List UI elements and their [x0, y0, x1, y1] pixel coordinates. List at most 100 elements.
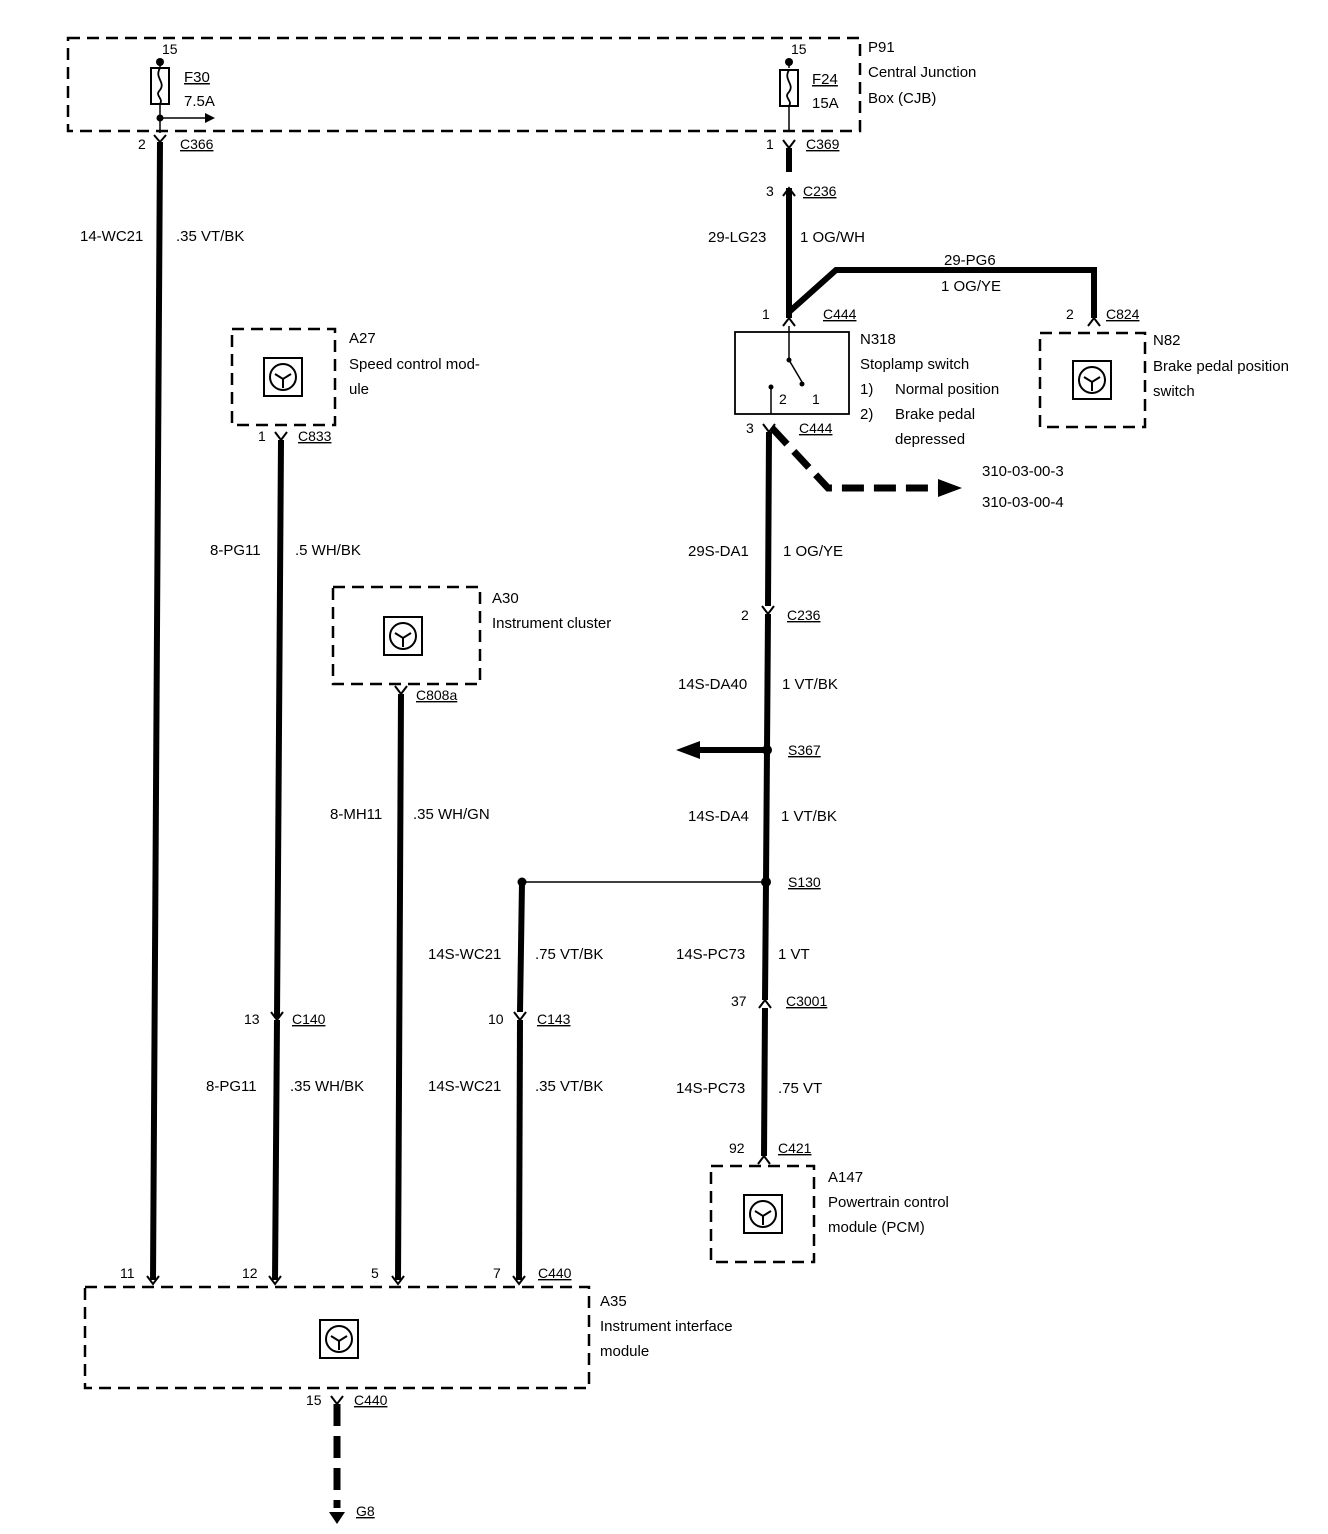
- c366-label: C366: [180, 136, 214, 152]
- fuse-f24-id: F24: [812, 71, 838, 88]
- c444-bot-pin: 3: [746, 420, 754, 436]
- c833-pin: 1: [258, 428, 266, 444]
- a35-pin-7: 7: [493, 1265, 501, 1281]
- c236-bot-pin: 2: [741, 607, 749, 623]
- s130-label: S130: [788, 874, 821, 890]
- a27-line2: ule: [349, 381, 369, 398]
- ref-310-03-00-3: 310-03-00-3: [982, 463, 1064, 480]
- module-icon: [1072, 360, 1112, 400]
- wire-14s-da40: 14S-DA40 1 VT/BK S367: [676, 613, 838, 759]
- wire-circuit: 8-PG11: [210, 542, 261, 559]
- a147-line2: module (PCM): [828, 1219, 925, 1236]
- fuse-f30-id: F30: [184, 69, 210, 86]
- wire-circuit: 14S-DA40: [678, 676, 747, 693]
- c824-pin: 2: [1066, 306, 1074, 322]
- a30-id: A30: [492, 590, 519, 607]
- a35-pin-12: 12: [242, 1265, 258, 1281]
- c421-label: C421: [778, 1140, 812, 1156]
- instrument-cluster-a30: A30 Instrument cluster: [331, 585, 611, 686]
- wire-circuit: 29-LG23: [708, 229, 766, 246]
- cjb-id: P91: [868, 39, 895, 56]
- wire-spec: 1 VT: [778, 946, 810, 963]
- c143-pin: 10: [488, 1011, 504, 1027]
- wire-circuit: 14S-DA4: [688, 808, 749, 825]
- wire-8-mh11: C808a 8-MH11 .35 WH/GN: [330, 685, 490, 1281]
- wire-14s-da4: 14S-DA4 1 VT/BK S130: [517, 749, 837, 890]
- wire-spec: 1 VT/BK: [782, 676, 838, 693]
- wire-29-lg23: 1 C369 3 C236 29-LG23 1 OG/WH: [708, 136, 865, 318]
- arrow-right-icon: [205, 113, 215, 123]
- fuse-icon: [779, 69, 799, 107]
- fuse-f24-pin: 15: [791, 41, 807, 57]
- fuse-f24: 15 F24 15A: [779, 41, 839, 131]
- n318-note2-text: Brake pedal: [895, 406, 975, 423]
- c440-bot-pin: 15: [306, 1392, 322, 1408]
- wire-spec: 1 OG/YE: [941, 278, 1001, 295]
- central-junction-box: P91 Central Junction Box (CJB) 15 F30 7.…: [66, 36, 976, 133]
- wire-spec: 1 OG/YE: [783, 543, 843, 560]
- ground-icon: [329, 1512, 345, 1524]
- wire-circuit: 14S-WC21: [428, 946, 501, 963]
- a35-line1: Instrument interface: [600, 1318, 733, 1335]
- c366-pin: 2: [138, 136, 146, 152]
- n82-line2: switch: [1153, 383, 1195, 400]
- wire-14-wc21: 2 C366 14-WC21 .35 VT/BK: [80, 118, 244, 1281]
- n318-id: N318: [860, 331, 896, 348]
- c369-pin: 1: [766, 136, 774, 152]
- wire-circuit: 14S-PC73: [676, 1080, 745, 1097]
- a27-id: A27: [349, 330, 376, 347]
- fuse-f30: 15 F30 7.5A: [150, 41, 215, 123]
- a35-pin-11: 11: [120, 1265, 135, 1281]
- c236-top-label: C236: [803, 183, 837, 199]
- a35-id: A35: [600, 1293, 627, 1310]
- module-icon: [383, 616, 423, 656]
- a147-line1: Powertrain control: [828, 1194, 949, 1211]
- c143-label: C143: [537, 1011, 571, 1027]
- wire-29-pg6: 29-PG6 1 OG/YE 2 C824: [787, 252, 1140, 327]
- wire-spec: .5 WH/BK: [295, 542, 361, 559]
- a35-pin-5: 5: [371, 1265, 379, 1281]
- c140-pin: 13: [244, 1011, 260, 1027]
- c444-top-label: C444: [823, 306, 857, 322]
- c236-bot-label: C236: [787, 607, 821, 623]
- module-icon: [319, 1319, 359, 1359]
- s367-label: S367: [788, 742, 821, 758]
- c236-top-pin: 3: [766, 183, 774, 199]
- fuse-f30-pin: 15: [162, 41, 178, 57]
- fuse-icon: [150, 67, 170, 105]
- c3001-label: C3001: [786, 993, 827, 1009]
- wire-14s-pc73: 14S-PC73 1 VT 37 C3001 14S-PC73 .75 VT 9…: [676, 881, 827, 1165]
- n318-note2-num: 2): [860, 406, 873, 423]
- wire-spec: .35 WH/BK: [290, 1078, 364, 1095]
- a35-line2: module: [600, 1343, 649, 1360]
- c440-top-label: C440: [538, 1265, 572, 1281]
- wire-spec: .35 VT/BK: [176, 228, 244, 245]
- n318-note2-text-b: depressed: [895, 431, 965, 448]
- c833-label: C833: [298, 428, 332, 444]
- wire-circuit: 14S-PC73: [676, 946, 745, 963]
- wire-spec: .35 VT/BK: [535, 1078, 603, 1095]
- fuse-f24-rating: 15A: [812, 95, 839, 112]
- wire-circuit: 29-PG6: [944, 252, 996, 269]
- fuse-f30-rating: 7.5A: [184, 93, 215, 110]
- n318-note1-text: Normal position: [895, 381, 999, 398]
- wire-circuit: 14-WC21: [80, 228, 143, 245]
- n318-pin-1: 1: [812, 391, 820, 407]
- c369-label: C369: [806, 136, 840, 152]
- n82-line1: Brake pedal position: [1153, 358, 1289, 375]
- wire-8-pg11: 1 C833 8-PG11 .5 WH/BK 13 C140 8-PG11 .3…: [206, 428, 364, 1281]
- module-icon: [263, 357, 303, 397]
- a147-id: A147: [828, 1169, 863, 1186]
- c808a-label: C808a: [416, 687, 457, 703]
- instrument-interface-module-a35: 11 12 5 7 C440 A35 Instrument interface …: [83, 1265, 733, 1390]
- cjb-name-line1: Central Junction: [868, 64, 976, 81]
- a30-line1: Instrument cluster: [492, 615, 611, 632]
- n318-note1-num: 1): [860, 381, 873, 398]
- wire-circuit: 8-MH11: [330, 806, 382, 823]
- wire-spec: .75 VT/BK: [535, 946, 603, 963]
- wire-spec: .35 WH/GN: [413, 806, 490, 823]
- cjb-name-line2: Box (CJB): [868, 90, 936, 107]
- stoplamp-switch-n318: 1 C444 2 1 N318 Stoplamp switch 1) Norma…: [734, 306, 999, 448]
- wire-spec: 1 OG/WH: [800, 229, 865, 246]
- wire-circuit: 8-PG11: [206, 1078, 257, 1095]
